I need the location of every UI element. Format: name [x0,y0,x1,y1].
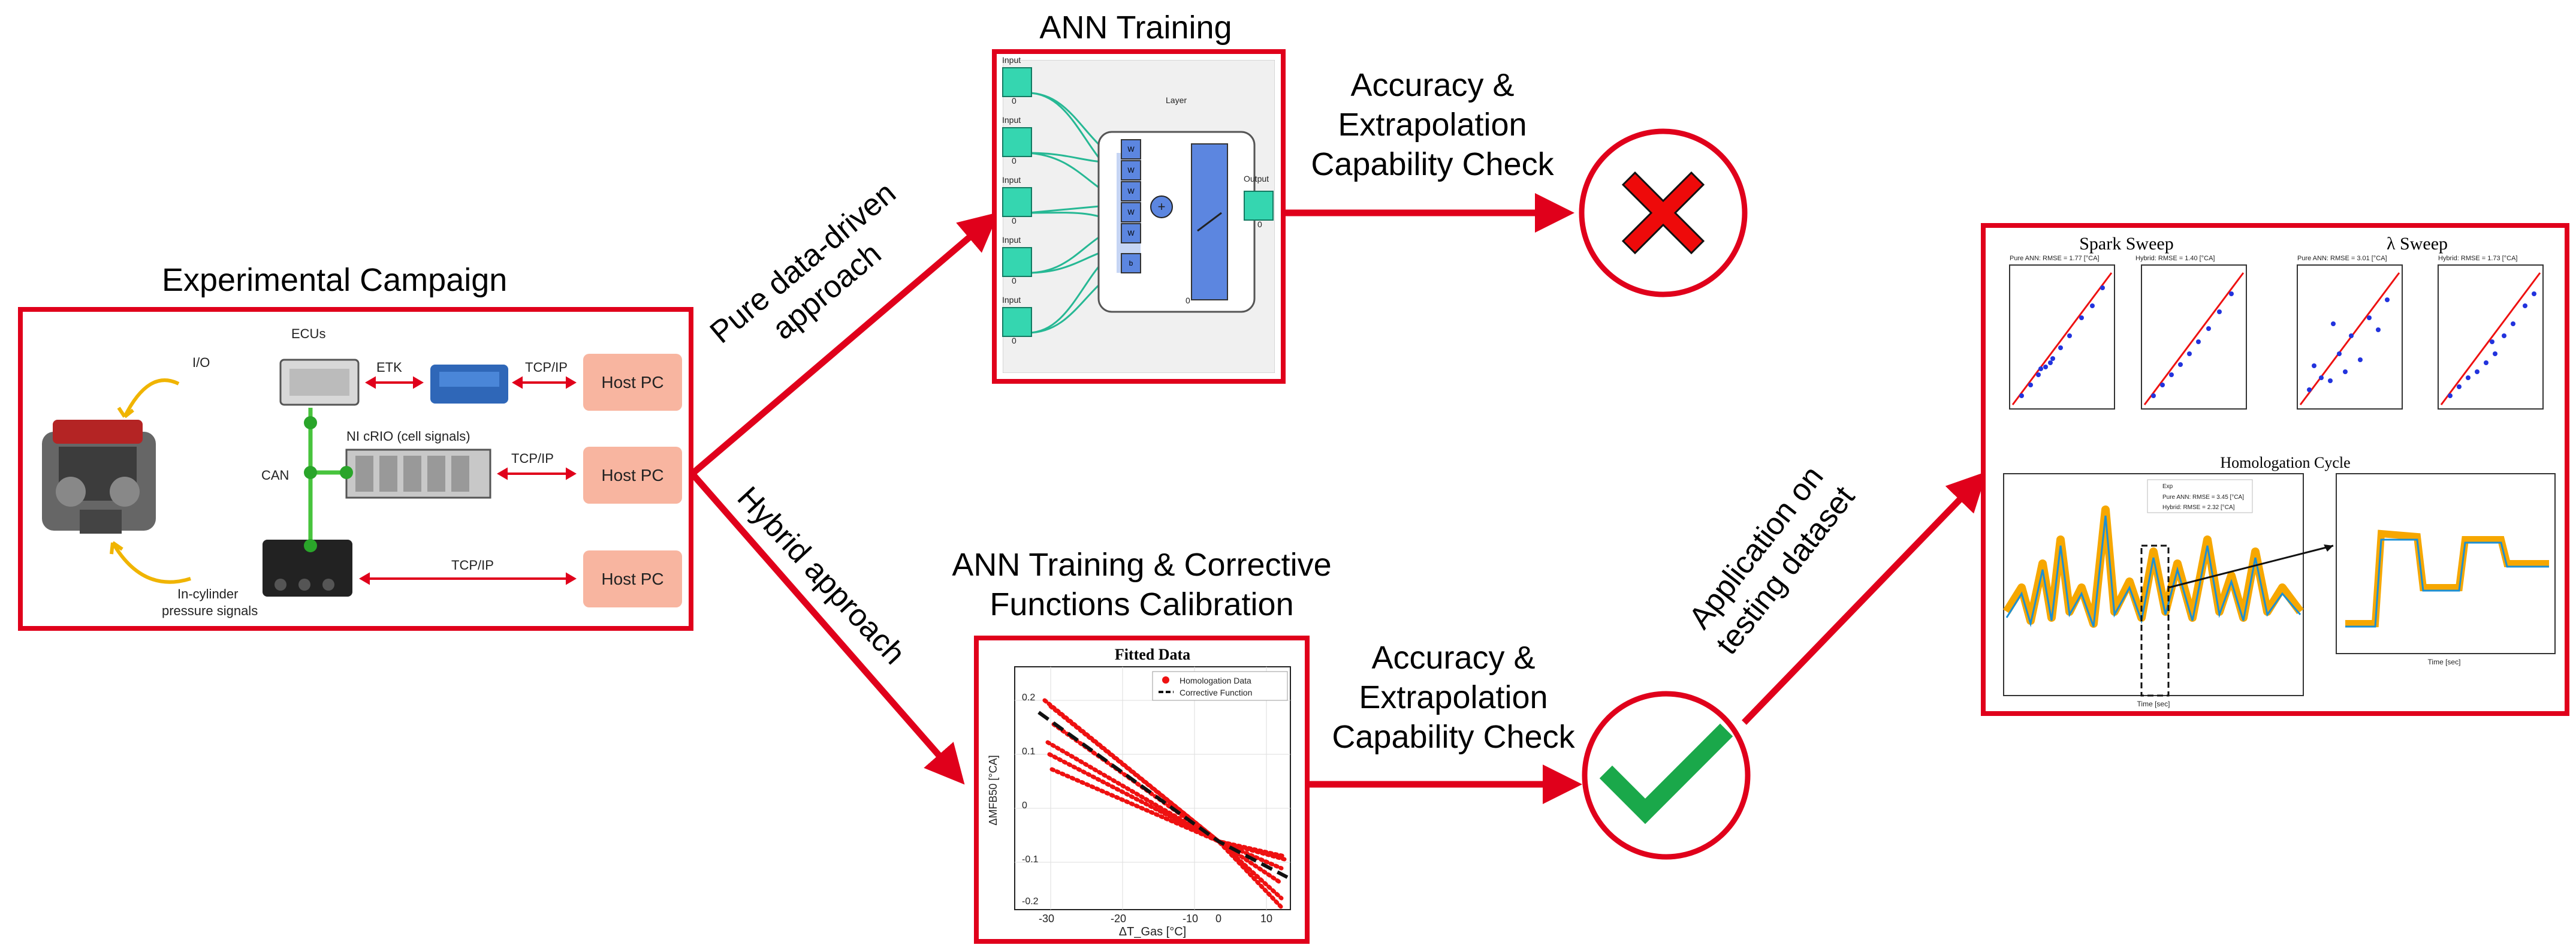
ann-corrective-title: ANN Training & Corrective Functions Cali… [911,546,1373,625]
check-top-text: Accuracy & Extrapolation Capability Chec… [1289,66,1576,185]
green-check-icon [1582,691,1751,860]
x-tick-2: -20 [1111,913,1126,925]
ann-input-2 [1002,127,1032,157]
results-plots: Spark Sweep λ Sweep Homologation Cycle P… [2003,234,2556,708]
ann-input-5 [1002,307,1032,337]
ann-layer-value: 0 [1186,296,1190,305]
ann-weight-4: W [1121,202,1141,222]
ann-input-3 [1002,187,1032,217]
y-tick-5: -0.2 [1022,896,1039,907]
homologation-legend-hybrid: Hybrid: RMSE = 2.32 [°CA] [2162,504,2235,511]
fitted-data-plot: Fitted Data Homologation Data Corrective… [987,646,1291,938]
experimental-campaign-title: Experimental Campaign [162,262,508,298]
ann-layer-label: Layer [1166,95,1187,105]
ann-weight-2: W [1121,160,1141,180]
io-label: I/O [192,355,210,370]
check-bottom-line-3: Capability Check [1332,718,1575,755]
tcpip-label-3: TCP/IP [451,558,494,573]
ann-training-title: ANN Training [1039,10,1232,46]
ann-output-label: Output [1244,174,1269,183]
ann-corrective-title-line-2: Functions Calibration [990,586,1294,622]
fitted-plot-title: Fitted Data [1115,646,1190,663]
ecu-icon [279,359,360,406]
red-x-icon [1579,128,1748,297]
svg-text:+: + [1158,199,1166,214]
incyl-label-1: In-cylinder [177,586,239,601]
pressure-module-icon [263,540,352,597]
ann-input-label-2: Input [1002,115,1021,125]
ann-weight-5: W [1121,223,1141,243]
ann-input-value-4: 0 [1012,276,1016,285]
ann-corrective-title-line-1: ANN Training & Corrective [952,547,1332,583]
etk-module-icon [430,365,508,404]
y-tick-4: -0.1 [1022,854,1039,865]
spark-sweep-title: Spark Sweep [2079,234,2173,254]
x-tick-1: -30 [1039,913,1054,925]
check-top-line-3: Capability Check [1311,146,1554,182]
check-bottom-text: Accuracy & Extrapolation Capability Chec… [1310,639,1597,757]
ann-input-value-5: 0 [1012,336,1016,345]
engine-icon [42,420,156,534]
fitted-ylabel: ΔMFB50 [°CA] [987,755,999,825]
experimental-campaign-box: ECUs I/O ETK TCP/IP NI cRIO (cell signal… [18,307,693,631]
spark-sub-2: Hybrid: RMSE = 1.40 [°CA] [2135,255,2215,262]
time-label-right: Time [sec] [2428,658,2461,666]
time-label-left: Time [sec] [2137,700,2170,708]
ann-input-label-1: Input [1002,55,1021,65]
fitted-data-box: Fitted Data Homologation Data Corrective… [974,636,1310,944]
ann-input-1 [1002,67,1032,97]
results-panel: Spark Sweep λ Sweep Homologation Cycle P… [1981,223,2569,716]
check-top-line-2: Extrapolation [1338,106,1527,143]
y-tick-3: 0 [1022,800,1027,811]
homologation-title: Homologation Cycle [2220,454,2350,471]
ann-input-4 [1002,247,1032,277]
ann-weight-3: W [1121,181,1141,201]
ann-input-value-2: 0 [1012,156,1016,165]
ni-crio-icon [345,449,491,499]
ann-weight-1: W [1121,139,1141,159]
homologation-legend-exp: Exp [2162,483,2173,490]
tcpip-label-2: TCP/IP [511,451,554,466]
fitted-legend-2: Corrective Function [1180,688,1252,697]
ecus-label: ECUs [291,326,326,341]
homologation-legend-pure: Pure ANN: RMSE = 3.45 [°CA] [2162,494,2244,501]
ann-input-label-4: Input [1002,235,1021,245]
ann-output-block [1244,191,1274,221]
x-tick-5: 10 [1260,913,1272,925]
incyl-label-2: pressure signals [162,603,258,618]
fitted-legend-1: Homologation Data [1180,676,1251,685]
fitted-xlabel: ΔT_Gas [°C] [1119,925,1187,938]
arrow-to-ann-training [690,212,999,477]
ann-input-label-5: Input [1002,295,1021,305]
host-pc-3: Host PC [583,550,682,607]
nicrio-label: NI cRIO (cell signals) [346,429,470,444]
x-tick-3: -10 [1183,913,1198,925]
host-pc-1: Host PC [583,354,682,411]
y-tick-1: 0.2 [1022,693,1035,703]
ann-input-value-3: 0 [1012,216,1016,225]
host-pc-2: Host PC [583,447,682,504]
lambda-sub-2: Hybrid: RMSE = 1.73 [°CA] [2438,255,2517,262]
lambda-sweep-title: λ Sweep [2387,234,2448,254]
ann-input-value-1: 0 [1012,96,1016,106]
check-bottom-line-1: Accuracy & [1371,640,1536,676]
ann-input-label-3: Input [1002,175,1021,185]
ann-output-value: 0 [1257,219,1262,229]
etk-label: ETK [376,360,402,375]
arrow-to-results [1742,471,1987,725]
check-top-line-1: Accuracy & [1350,67,1515,103]
campaign-schematic [42,359,577,597]
spark-sub-1: Pure ANN: RMSE = 1.77 [°CA] [2010,255,2100,262]
y-tick-2: 0.1 [1022,747,1035,757]
arrow-to-hybrid [689,471,965,785]
tcpip-label-1: TCP/IP [525,360,568,375]
lambda-sub-1: Pure ANN: RMSE = 3.01 [°CA] [2297,255,2387,262]
check-bottom-line-2: Extrapolation [1359,679,1548,715]
ann-bias: b [1121,253,1141,273]
x-tick-4: 0 [1215,913,1221,925]
can-label: CAN [261,468,289,483]
